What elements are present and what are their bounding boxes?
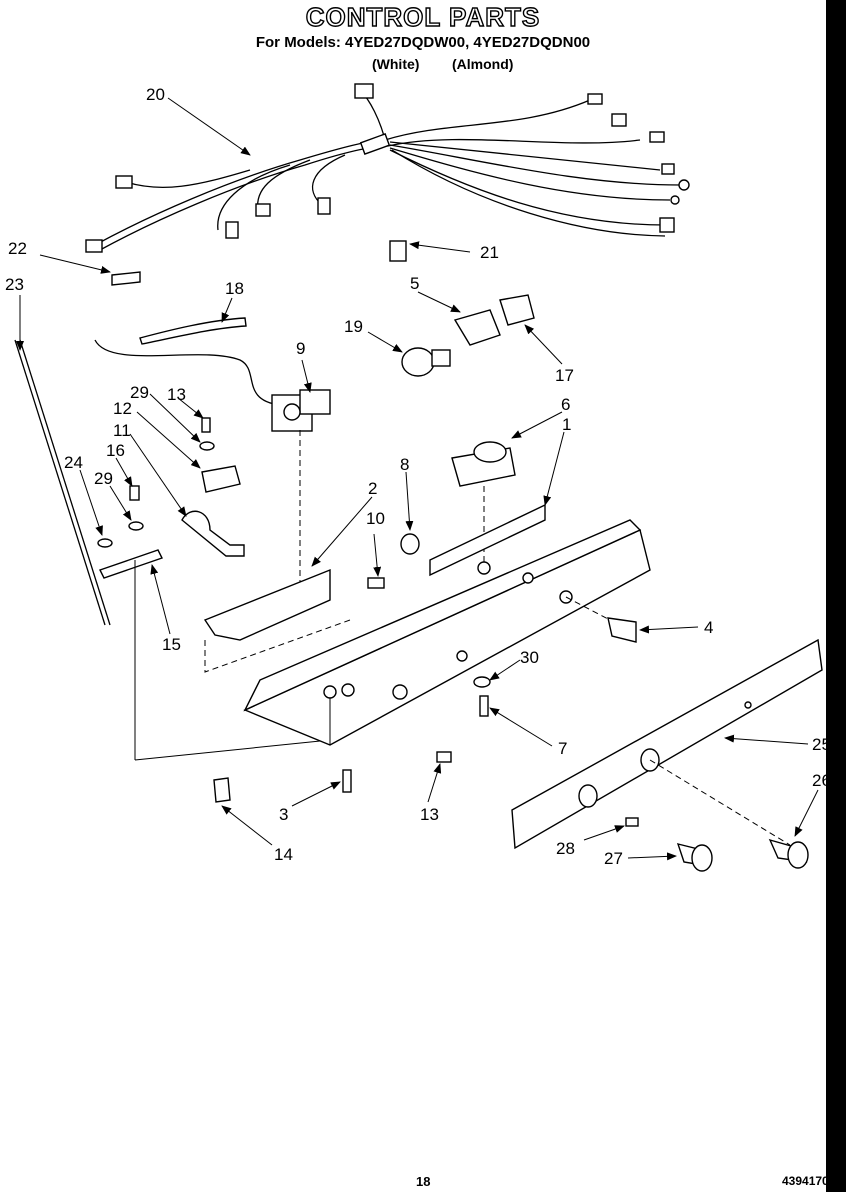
callout-14: 14 xyxy=(274,845,293,864)
callout-labels: 20 21 22 23 18 5 19 17 9 29 13 12 11 6 1… xyxy=(5,85,831,868)
callout-11: 11 xyxy=(113,421,131,440)
callout-29-lower: 29 xyxy=(94,469,113,488)
callout-12: 12 xyxy=(113,399,132,418)
control-housing-part xyxy=(243,503,651,746)
switch-part xyxy=(607,617,637,643)
callout-4: 4 xyxy=(704,618,713,637)
callout-13-lower: 13 xyxy=(420,805,439,824)
callout-17: 17 xyxy=(555,366,574,385)
callout-28: 28 xyxy=(556,839,575,858)
callout-1: 1 xyxy=(562,415,571,434)
callout-21: 21 xyxy=(480,243,499,262)
page-title: CONTROL PARTS xyxy=(305,1,541,32)
screw-parts xyxy=(213,577,491,803)
callout-30: 30 xyxy=(520,648,539,667)
damper-control-part xyxy=(271,389,331,600)
callout-2: 2 xyxy=(368,479,377,498)
wiring-harness-part xyxy=(85,83,690,253)
callout-13-upper: 13 xyxy=(167,385,186,404)
control-panel-part xyxy=(511,638,823,850)
callout-24: 24 xyxy=(64,453,83,472)
callout-8: 8 xyxy=(400,455,409,474)
callout-20: 20 xyxy=(146,85,165,104)
scan-edge-bar xyxy=(826,0,846,1192)
variant-white-label: (White) xyxy=(372,56,420,72)
page-number: 18 xyxy=(416,1174,431,1189)
document-code: 4394170 xyxy=(782,1174,829,1188)
callout-29-upper: 29 xyxy=(130,383,149,402)
callout-9: 9 xyxy=(296,339,305,358)
left-hardware-parts xyxy=(14,339,331,761)
bracket-part xyxy=(203,568,351,673)
callout-10: 10 xyxy=(366,509,385,528)
callout-16: 16 xyxy=(106,441,125,460)
tube-and-capillary-part xyxy=(94,317,281,406)
callout-18: 18 xyxy=(225,279,244,298)
callout-3: 3 xyxy=(279,805,288,824)
harness-clip-part xyxy=(111,271,141,286)
callout-7: 7 xyxy=(558,739,567,758)
cold-control-part xyxy=(451,441,516,570)
callout-leaders xyxy=(16,97,819,861)
variant-almond-label: (Almond) xyxy=(452,56,514,72)
clip-part xyxy=(389,240,407,262)
knob-parts xyxy=(625,817,809,872)
callout-27: 27 xyxy=(604,849,623,868)
callout-22: 22 xyxy=(8,239,27,258)
lamp-socket-part xyxy=(401,294,535,377)
callout-23: 23 xyxy=(5,275,24,294)
callout-5: 5 xyxy=(410,274,419,293)
callout-19: 19 xyxy=(344,317,363,336)
bumper-part xyxy=(400,533,420,555)
callout-6: 6 xyxy=(561,395,570,414)
models-line: For Models: 4YED27DQDW00, 4YED27DQDN00 xyxy=(255,34,591,51)
callout-15: 15 xyxy=(162,635,181,654)
